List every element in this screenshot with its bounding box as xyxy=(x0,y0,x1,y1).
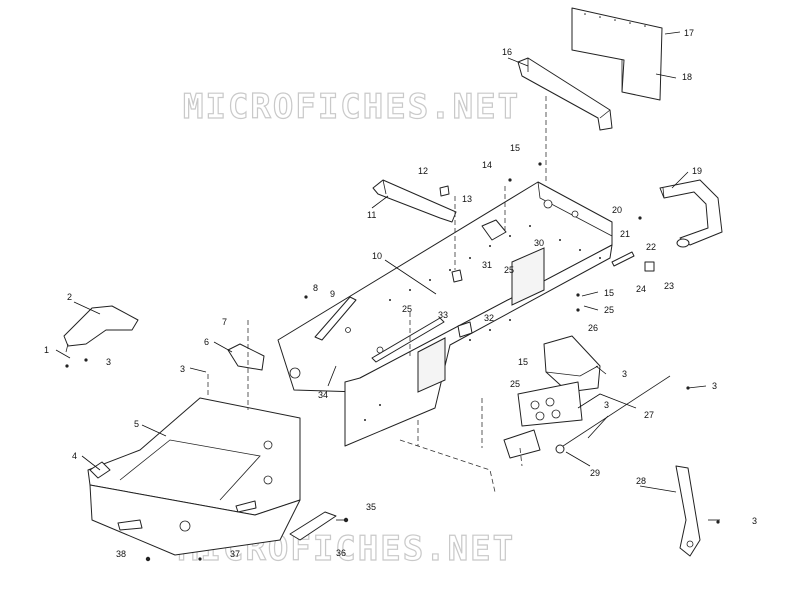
cap-part-32 xyxy=(457,321,473,338)
knob-part-23 xyxy=(644,261,655,272)
callout-36: 36 xyxy=(336,548,346,558)
bracket-part-28 xyxy=(675,465,701,557)
callout-22: 22 xyxy=(646,242,656,252)
callout-11: 11 xyxy=(367,210,376,220)
panel-part-18 xyxy=(571,7,663,101)
callout-3: 3 xyxy=(622,369,627,379)
callout-29: 29 xyxy=(590,468,600,478)
panel-part-33 xyxy=(417,337,446,393)
callout-33: 33 xyxy=(438,310,448,320)
callout-28: 28 xyxy=(636,476,646,486)
callout-15: 15 xyxy=(510,143,520,153)
callout-25: 25 xyxy=(402,304,412,314)
callout-25: 25 xyxy=(604,305,614,315)
callout-38: 38 xyxy=(116,549,126,559)
callout-30: 30 xyxy=(534,238,544,248)
callout-19: 19 xyxy=(692,166,702,176)
callout-7: 7 xyxy=(222,317,227,327)
callout-23: 23 xyxy=(664,281,674,291)
bracket-part-2 xyxy=(63,305,139,353)
watermark-top: MICROFICHES.NET xyxy=(183,87,520,127)
callout-3: 3 xyxy=(752,516,757,526)
callout-3: 3 xyxy=(604,400,609,410)
nut-part-12 xyxy=(439,185,450,197)
fastener-marks xyxy=(65,162,720,562)
callout-labels: 1 2 3 3 3 3 3 3 4 5 6 7 8 9 10 11 12 13 … xyxy=(44,28,757,559)
callout-10: 10 xyxy=(372,251,382,261)
callout-21: 21 xyxy=(620,229,630,239)
callout-5: 5 xyxy=(134,419,139,429)
callout-13: 13 xyxy=(462,194,472,204)
handlebar-part-19 xyxy=(659,179,723,248)
callout-31: 31 xyxy=(482,260,492,270)
callout-24: 24 xyxy=(636,284,646,294)
callout-35: 35 xyxy=(366,502,376,512)
callout-3: 3 xyxy=(180,364,185,374)
cap-part-13 xyxy=(481,219,507,241)
frame-rivets xyxy=(364,225,601,421)
callout-37: 37 xyxy=(230,549,240,559)
callout-3: 3 xyxy=(106,357,111,367)
callout-32: 32 xyxy=(484,313,494,323)
bracket-part-16 xyxy=(517,57,613,131)
frame-part-10 xyxy=(277,181,613,447)
leader-lines xyxy=(55,31,720,521)
callout-16: 16 xyxy=(502,47,512,57)
assembly-dash-lines xyxy=(207,96,547,493)
seat-frame-part-5 xyxy=(87,397,301,556)
bumper-part-26 xyxy=(543,335,601,393)
rail-part-11 xyxy=(372,179,457,223)
callout-17: 17 xyxy=(684,28,694,38)
nut-part-31 xyxy=(451,269,463,283)
callout-2: 2 xyxy=(67,292,72,302)
bracket-part-36 xyxy=(289,511,337,541)
callout-25: 25 xyxy=(510,379,520,389)
callout-9: 9 xyxy=(330,289,335,299)
callout-20: 20 xyxy=(612,205,622,215)
bracket-part-6 xyxy=(227,343,265,371)
callout-1: 1 xyxy=(44,345,49,355)
callout-6: 6 xyxy=(204,337,209,347)
callout-3: 3 xyxy=(712,381,717,391)
bracket-lower xyxy=(503,429,541,459)
callout-26: 26 xyxy=(588,323,598,333)
callout-14: 14 xyxy=(482,160,492,170)
callout-4: 4 xyxy=(72,451,77,461)
plate-part-27 xyxy=(517,381,583,427)
pivot-part-29 xyxy=(555,444,565,454)
callout-25: 25 xyxy=(504,265,514,275)
callout-8: 8 xyxy=(313,283,318,293)
rod xyxy=(559,375,671,449)
callout-15: 15 xyxy=(604,288,614,298)
callout-18: 18 xyxy=(682,72,692,82)
callout-15: 15 xyxy=(518,357,528,367)
panel-part-30 xyxy=(511,247,545,306)
callout-27: 27 xyxy=(644,410,654,420)
pin-part-24 xyxy=(611,251,635,267)
callout-34: 34 xyxy=(318,390,328,400)
callout-12: 12 xyxy=(418,166,428,176)
